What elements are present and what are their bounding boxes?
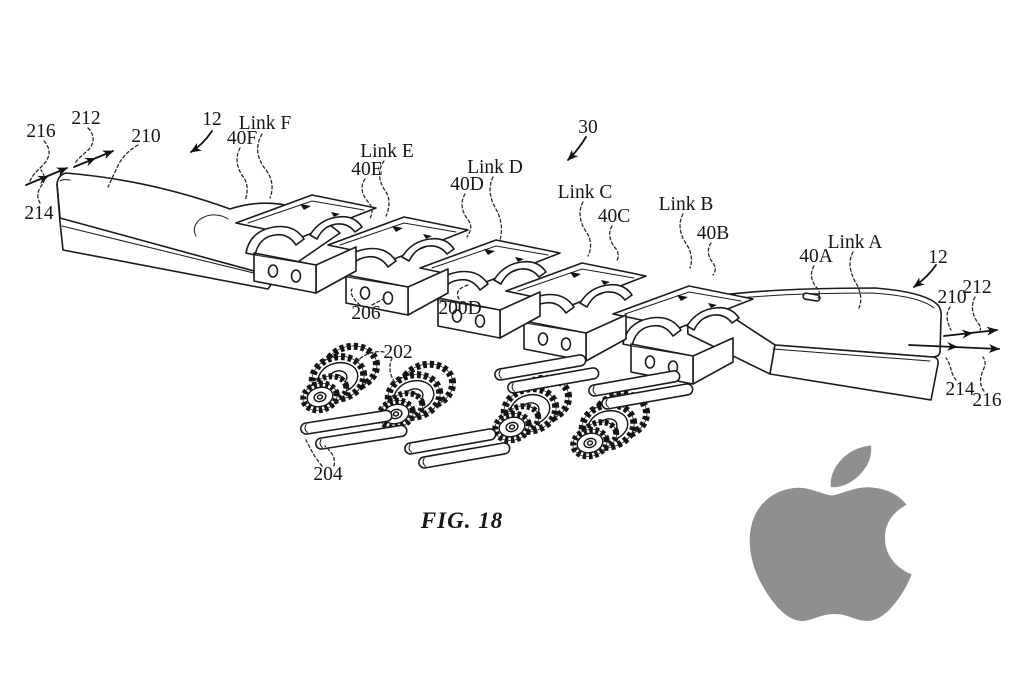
callout-202: 202 [383, 342, 412, 363]
leader-lines [29, 127, 986, 467]
motion-arrows-right [908, 326, 1000, 354]
left-device-body [56, 172, 341, 290]
figure-caption: FIG. 18 [420, 508, 503, 533]
reference-arrows [190, 130, 937, 288]
gear-small [569, 419, 620, 460]
callout-212-right: 212 [962, 277, 991, 298]
motion-arrows-left [25, 150, 114, 186]
callout-12-left: 12 [202, 109, 222, 130]
arrow-30-icon [567, 136, 587, 161]
callout-210-right: 210 [937, 287, 966, 308]
left-body-front-face [56, 183, 277, 290]
callout-link-e: Link E [360, 141, 414, 162]
callout-link-d: Link D [467, 157, 523, 178]
right-device-body [686, 287, 942, 401]
callout-216-left: 216 [26, 121, 56, 142]
callout-204: 204 [313, 464, 343, 485]
gear-small [299, 373, 350, 414]
callout-212-left: 212 [71, 108, 100, 129]
callout-link-b: Link B [659, 194, 714, 215]
callout-210-left: 210 [131, 126, 160, 147]
callout-link-c: Link C [558, 182, 613, 203]
callout-12-right: 12 [928, 247, 948, 268]
callout-40c: 40C [598, 206, 631, 227]
callout-40b: 40B [697, 223, 730, 244]
callout-206: 206 [351, 303, 381, 324]
hinge-link-chain [235, 194, 754, 385]
callout-30: 30 [578, 117, 598, 138]
callout-214-left: 214 [24, 203, 54, 224]
callout-link-f: Link F [239, 113, 292, 134]
callout-200d: 200D [438, 298, 481, 319]
arrow-12-right-icon [913, 264, 937, 288]
callout-40e: 40E [351, 159, 382, 180]
gear-cluster-1 [299, 341, 383, 414]
callouts: 216 212 210 214 12 Link F 40F Link E 40E… [24, 108, 1002, 485]
callout-214-right: 214 [945, 379, 975, 400]
arrow-12-left-icon [190, 130, 213, 153]
callout-40a: 40A [799, 246, 833, 267]
callout-40d: 40D [450, 174, 484, 195]
callout-link-a: Link A [828, 232, 883, 253]
callout-216-right: 216 [972, 390, 1002, 411]
callout-40f: 40F [227, 128, 258, 149]
gear-small [491, 403, 542, 444]
apple-logo-icon [749, 445, 912, 621]
right-body-top-face [702, 287, 942, 358]
